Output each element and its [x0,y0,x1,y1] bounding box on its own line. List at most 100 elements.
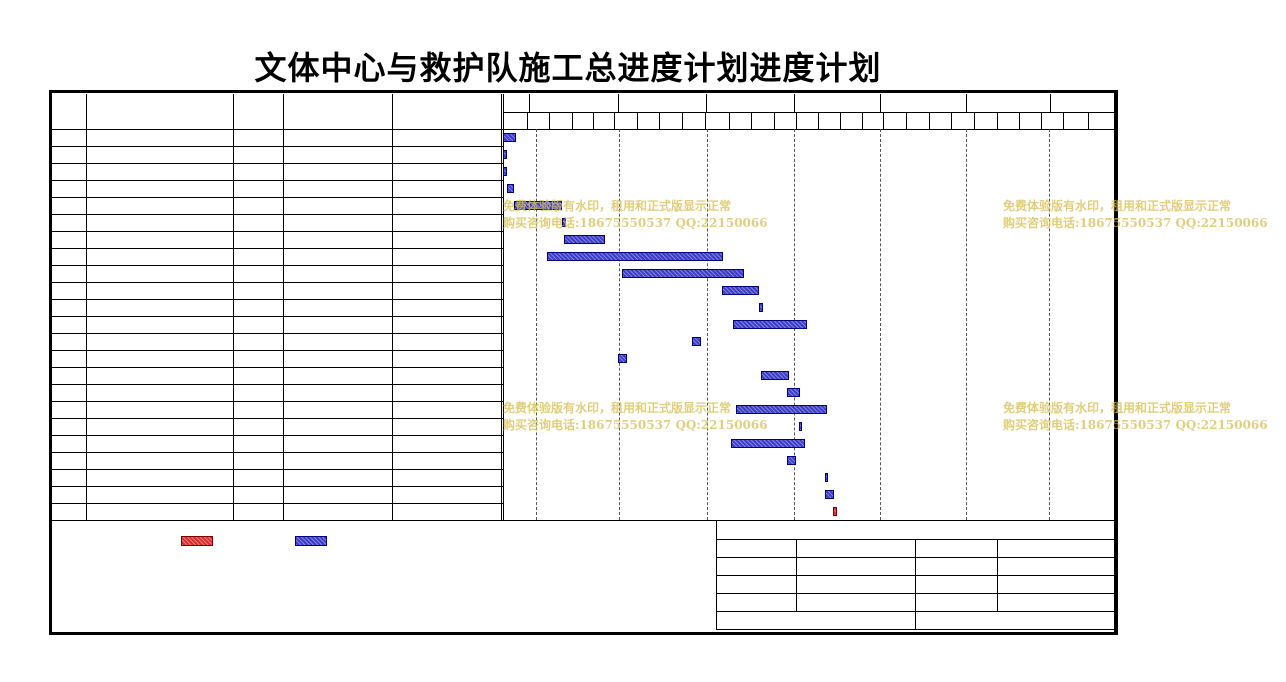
gantt-bar [787,388,800,397]
day-tick-label [682,112,705,129]
gantt-bar [503,150,507,159]
tick-divider [682,112,683,129]
legend-label [62,533,112,549]
task-start [283,231,392,248]
task-duration [233,418,283,435]
task-name [94,469,233,486]
task-duration [233,299,283,316]
task-start [283,214,392,231]
task-end [392,214,501,231]
task-num [52,384,86,401]
row-line [52,231,503,232]
column-line [392,94,393,520]
task-duration [233,163,283,180]
task-start [283,333,392,350]
info-left-line [716,520,717,629]
tick-divider [527,112,528,129]
gantt-bar [731,439,805,448]
task-end [392,486,501,503]
task-num [52,367,86,384]
row-line [52,367,503,368]
header-num [52,94,86,129]
day-tick-label [549,112,572,129]
task-end [392,418,501,435]
month-label [966,94,1050,112]
gantt-bar [825,473,828,482]
task-duration [233,350,283,367]
task-name [94,333,233,350]
task-end [392,367,501,384]
day-tick-label [503,112,527,129]
task-name [94,486,233,503]
month-gridline [880,129,881,520]
info-cell [716,557,796,575]
task-num [52,180,86,197]
task-end [392,129,501,146]
task-num [52,452,86,469]
header-name [86,94,233,129]
row-line [52,469,503,470]
gantt-bar [787,456,796,465]
task-duration [233,486,283,503]
task-start [283,469,392,486]
column-line [233,94,234,520]
day-tick-label [659,112,682,129]
gantt-bar [503,133,516,142]
month-label [618,94,706,112]
day-tick-label [818,112,840,129]
legend-normal-label [226,533,286,549]
gantt-bar [722,286,759,295]
day-tick-label [796,112,818,129]
month-gridline [1049,129,1050,520]
header-start [283,94,392,129]
header-bottom-line [52,129,1114,130]
column-line [283,94,284,520]
tick-divider [637,112,638,129]
info-row-line [716,629,1114,630]
row-line [52,486,503,487]
month-divider [618,94,619,112]
info-cell [997,539,1114,557]
info-cell [997,575,1114,593]
info-cell [796,539,915,557]
task-num [52,486,86,503]
info-title [716,520,1114,539]
task-start [283,248,392,265]
day-tick-label [1019,112,1041,129]
row-line [52,384,503,385]
task-end [392,435,501,452]
task-name [94,180,233,197]
task-num [52,316,86,333]
info-cell [716,539,796,557]
task-name [94,214,233,231]
row-line [52,265,503,266]
task-name [94,503,233,520]
task-duration [233,248,283,265]
day-tick-label [1063,112,1088,129]
task-num [52,469,86,486]
month-divider [529,94,530,112]
tick-divider [593,112,594,129]
task-duration [233,197,283,214]
task-duration [233,469,283,486]
task-duration [233,282,283,299]
day-tick-label [705,112,729,129]
day-tick-label [614,112,637,129]
tick-divider [705,112,706,129]
task-duration [233,435,283,452]
task-start [283,316,392,333]
day-tick-label [997,112,1019,129]
task-num [52,435,86,452]
task-name [94,248,233,265]
task-start [283,452,392,469]
day-tick-label [929,112,951,129]
task-start [283,180,392,197]
tick-divider [1041,112,1042,129]
legend-critical-label [110,533,170,549]
month-divider [1050,94,1051,112]
task-num [52,146,86,163]
info-cell [915,593,997,611]
month-gridline [619,129,620,520]
gantt-bar [736,405,827,414]
row-line [52,316,503,317]
